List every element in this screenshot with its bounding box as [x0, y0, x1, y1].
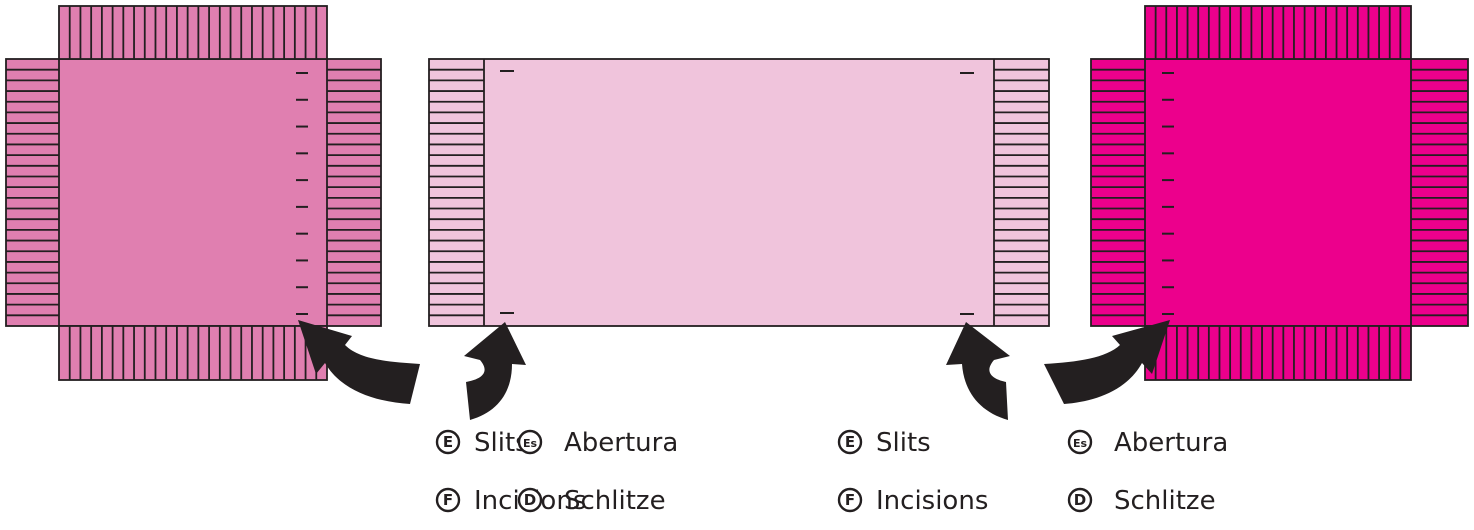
legend-label: Schlitze	[1114, 486, 1216, 516]
center-panel-body	[428, 58, 1050, 327]
left-pink-panel	[5, 5, 382, 381]
legend-label: Abertura	[564, 428, 678, 458]
left-panel-bottom-tab	[58, 325, 328, 381]
badge-label: D	[1074, 491, 1086, 509]
badge-d-icon	[517, 487, 543, 513]
badge-d-icon	[1067, 487, 1093, 513]
legend-label: Incisions	[876, 486, 988, 516]
badge-label: Es	[1073, 437, 1088, 450]
legend-item: Es Abertura	[1067, 428, 1228, 458]
right-panel-body	[1090, 58, 1469, 327]
legend-item: Es Abertura	[517, 428, 678, 458]
legend-item: E Slits	[837, 428, 931, 458]
legend-item: F Incisions	[837, 486, 988, 516]
badge-f-icon	[837, 487, 863, 513]
left-panel-slits	[296, 72, 308, 315]
right-panel-slits	[1162, 72, 1174, 315]
legend-item: D Schlitze	[1067, 486, 1216, 516]
badge-es-icon	[517, 429, 543, 455]
left-panel-fringe	[6, 6, 381, 380]
badge-e-icon	[837, 429, 863, 455]
left-panel-top-tab	[58, 5, 328, 60]
center-pink-panel	[428, 58, 1050, 327]
curved-arrow-icon	[464, 322, 526, 420]
badge-f-icon	[435, 487, 461, 513]
right-panel-bottom-tab	[1144, 325, 1412, 381]
legend-label: Schlitze	[564, 486, 666, 516]
curved-arrow-icon	[946, 322, 1010, 420]
badge-es-icon	[1067, 429, 1093, 455]
badge-e-icon	[435, 429, 461, 455]
legend-item: D Schlitze	[517, 486, 666, 516]
curved-arrow-icon	[298, 320, 420, 404]
legend-label: Slits	[876, 428, 931, 458]
arrows	[298, 320, 1170, 420]
badge-label: D	[524, 491, 536, 509]
legend: ESlitsEsAberturaFIncisionsDSchlitzeESlit…	[435, 428, 1228, 516]
badge-label: F	[443, 491, 453, 509]
right-panel-top-tab	[1144, 5, 1412, 60]
left-panel-body	[5, 58, 382, 327]
badge-label: E	[845, 433, 855, 451]
badge-label: Es	[523, 437, 538, 450]
center-panel-fringe	[429, 59, 1049, 326]
legend-label: Abertura	[1114, 428, 1228, 458]
right-panel-fringe	[1091, 6, 1468, 380]
curved-arrow-icon	[1044, 320, 1170, 404]
badge-label: F	[845, 491, 855, 509]
center-panel-slits	[500, 70, 974, 315]
badge-label: E	[443, 433, 453, 451]
right-magenta-panel	[1090, 5, 1469, 381]
